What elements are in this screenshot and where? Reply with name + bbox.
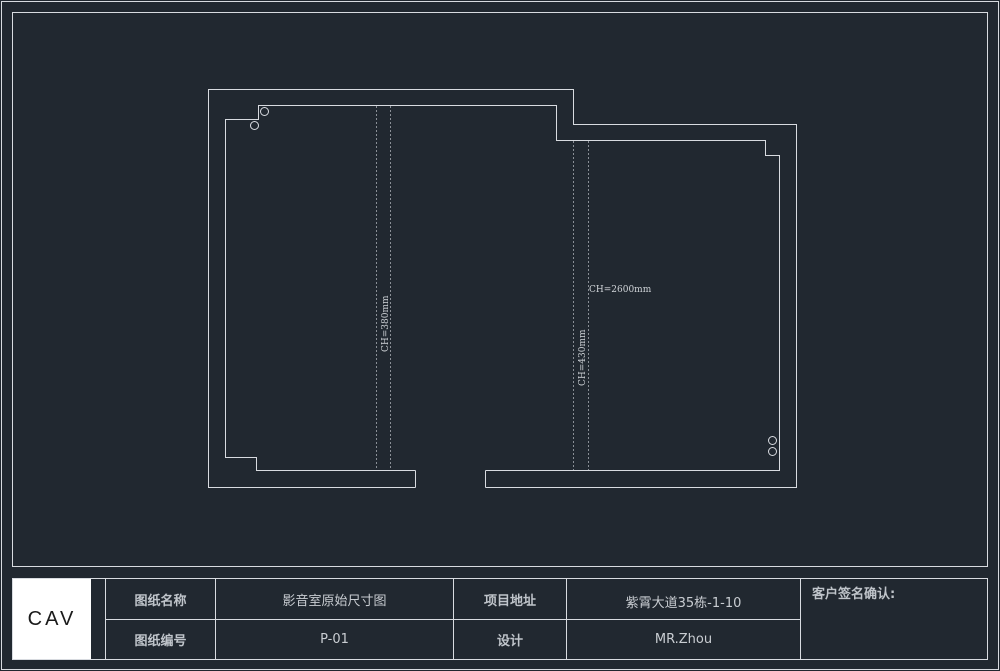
inner-frame (12, 12, 988, 567)
dimension-label-ceiling-height: CH=2600mm (589, 285, 652, 295)
dimension-label-beam-left: CH=380mm (381, 295, 391, 352)
drawing-name-value: 影音室原始尺寸图 (282, 593, 387, 609)
inner-wall-left-segment (225, 105, 780, 471)
drawing-number-label: 图纸编号 (134, 634, 187, 649)
title-block-frame (12, 578, 988, 660)
designer-label: 设计 (496, 634, 523, 649)
pipe-icon (250, 121, 259, 130)
dimension-label-beam-right: CH=430mm (578, 329, 588, 386)
drawing-number-value: P-01 (320, 632, 349, 647)
pipe-icon (260, 107, 269, 116)
project-address-label: 项目地址 (483, 593, 536, 609)
designer-value: MR.Zhou (654, 632, 713, 647)
client-signature-label: 客户签名确认: (812, 587, 896, 602)
outer-wall-left-segment (208, 89, 797, 488)
pipe-icon (768, 447, 777, 456)
logo-text: CAV (27, 607, 77, 630)
pipe-icon (768, 436, 777, 445)
project-address-value: 紫霄大道35栋-1-10 (625, 595, 742, 611)
company-logo: CAV (13, 579, 91, 659)
drawing-name-label: 图纸名称 (134, 593, 187, 609)
